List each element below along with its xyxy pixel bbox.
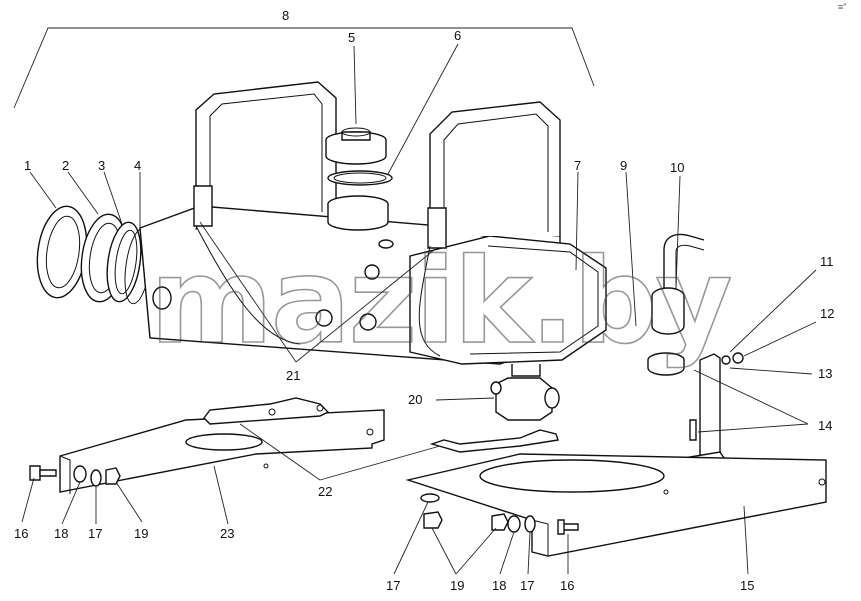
nut-19-right: [491, 513, 509, 531]
label-7: 7: [574, 158, 581, 173]
label-17-left: 17: [88, 526, 102, 541]
label-23: 23: [220, 526, 234, 541]
label-16-left: 16: [14, 526, 28, 541]
label-17-right-a: 17: [386, 578, 400, 593]
label-6: 6: [454, 28, 461, 43]
fuel-line-10: [651, 233, 705, 335]
label-14: 14: [818, 418, 832, 433]
bolt-16-left: [29, 465, 57, 481]
label-11: 11: [820, 254, 834, 269]
washer-17-right-top: [420, 493, 440, 503]
label-18-left: 18: [54, 526, 68, 541]
washer-18-left: [73, 465, 87, 483]
label-10: 10: [670, 160, 684, 175]
label-20: 20: [408, 392, 422, 407]
label-19-left: 19: [134, 526, 148, 541]
label-4: 4: [134, 158, 141, 173]
mounting-bands: [195, 225, 441, 357]
label-17-right-b: 17: [520, 578, 534, 593]
strap-left: [193, 81, 337, 227]
label-3: 3: [98, 158, 105, 173]
filler-seal-6: [327, 170, 393, 186]
drain-valve-20: [490, 364, 560, 421]
label-15: 15: [740, 578, 754, 593]
corner-mark: ≡": [838, 2, 846, 12]
callout-labels: 8 5 6 1 2 3 4 7 9 10 11 12 13 14 20 21 2…: [14, 8, 834, 593]
mounting-bracket-right: [429, 429, 559, 453]
washer-17-left: [90, 469, 102, 487]
leader-lines: [21, 43, 817, 575]
label-12: 12: [820, 306, 834, 321]
label-5: 5: [348, 30, 355, 45]
washer-17-right: [524, 515, 536, 533]
label-21: 21: [286, 368, 300, 383]
label-19-right: 19: [450, 578, 464, 593]
clamp-collar-13: [647, 352, 685, 376]
end-cap-7: [409, 235, 607, 365]
label-9: 9: [620, 158, 627, 173]
base-plate-right-15: [405, 453, 827, 557]
label-2: 2: [62, 158, 69, 173]
label-1: 1: [24, 158, 31, 173]
seal-ring-3: [106, 221, 142, 303]
label-16-right: 16: [560, 578, 574, 593]
nut-19-right-top: [423, 511, 443, 529]
label-22: 22: [318, 484, 332, 499]
mounting-bracket-22: [203, 397, 330, 425]
label-13: 13: [818, 366, 832, 381]
watermark: mazik.by: [150, 232, 730, 370]
nut-19-left: [105, 467, 121, 485]
filler-neck: [327, 195, 389, 231]
filler-cap-5: [325, 127, 387, 165]
label-8: 8: [282, 8, 289, 23]
strap-right: [427, 101, 561, 249]
washer-18-right: [507, 515, 521, 533]
overall-span-line: [13, 27, 595, 109]
label-18-right: 18: [492, 578, 506, 593]
bolt-16-right: [557, 519, 579, 535]
